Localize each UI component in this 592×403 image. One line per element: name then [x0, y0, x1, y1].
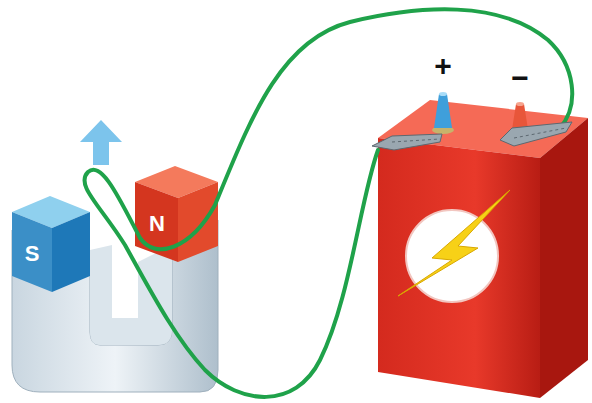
terminal-sign: − — [511, 63, 529, 93]
terminal-sign: + — [434, 51, 452, 81]
wire — [84, 9, 572, 397]
alligator-clips — [372, 122, 572, 150]
pole-label: S — [25, 243, 40, 265]
horseshoe-magnet — [12, 166, 218, 392]
pole-label: N — [149, 213, 165, 235]
force-arrow — [80, 120, 122, 165]
